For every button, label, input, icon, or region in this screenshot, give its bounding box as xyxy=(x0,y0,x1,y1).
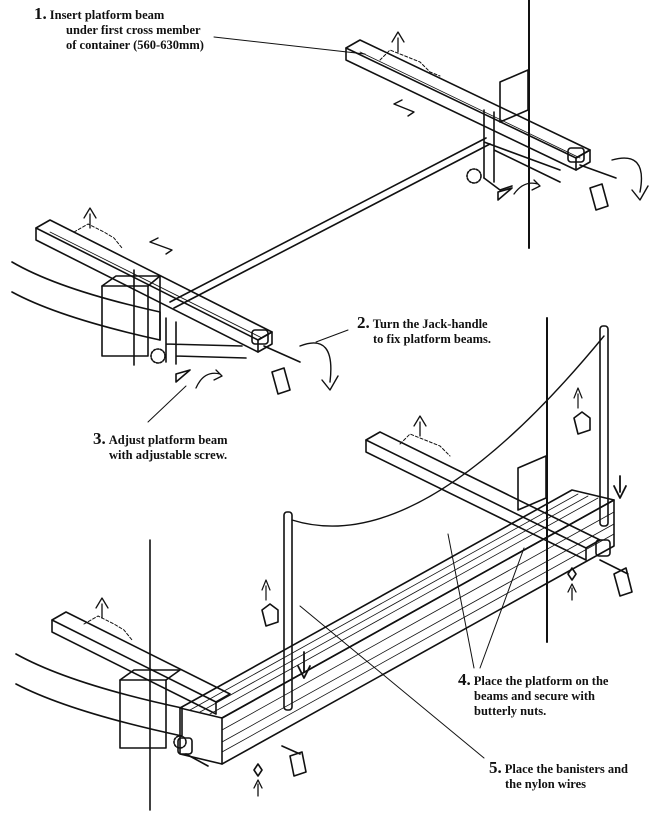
step-2-number: 2. xyxy=(357,313,370,332)
step-4-line-2: beams and secure with xyxy=(474,689,595,703)
step-3-number: 3. xyxy=(93,429,106,448)
platform-board xyxy=(177,489,633,777)
step-5-line-1: Place the banisters and xyxy=(504,762,629,776)
step-4-line-3: butterly nuts. xyxy=(474,704,547,718)
platform-beam-upper-far xyxy=(345,31,649,211)
step-3-instruction: 3.Adjust platform beam with adjustable s… xyxy=(93,429,228,463)
step-1-number: 1. xyxy=(34,4,47,23)
container-wall-upper xyxy=(11,0,530,366)
leader-lines-upper xyxy=(147,36,366,423)
leader-lines-lower xyxy=(299,533,525,759)
platform-beam-lower-far xyxy=(365,415,601,561)
step-5-number: 5. xyxy=(489,758,502,777)
platform-beam-lower-near xyxy=(51,597,231,715)
step-3-line-2: with adjustable screw. xyxy=(109,448,228,462)
banisters-and-wire xyxy=(173,325,627,797)
cross-rail-upper xyxy=(169,137,491,309)
step-1-line-1: Insert platform beam xyxy=(49,8,165,22)
step-1-line-2: under first cross member xyxy=(66,23,201,37)
step-5-line-2: the nylon wires xyxy=(505,777,587,791)
step-1-line-3: of container (560-630mm) xyxy=(66,38,204,52)
step-4-line-1: Place the platform on the xyxy=(473,674,609,688)
step-3-line-1: Adjust platform beam xyxy=(108,433,228,447)
step-2-line-2: to fix platform beams. xyxy=(373,332,492,346)
step-5-instruction: 5.Place the banisters and the nylon wire… xyxy=(489,758,629,792)
step-4-number: 4. xyxy=(458,670,471,689)
step-1-instruction: 1.Insert platform beam under first cross… xyxy=(34,4,204,53)
step-2-instruction: 2.Turn the Jack-handle to fix platform b… xyxy=(357,313,492,347)
container-wall-lower xyxy=(15,317,548,811)
step-4-instruction: 4.Place the platform on the beams and se… xyxy=(458,670,609,719)
step-2-line-1: Turn the Jack-handle xyxy=(372,317,488,331)
